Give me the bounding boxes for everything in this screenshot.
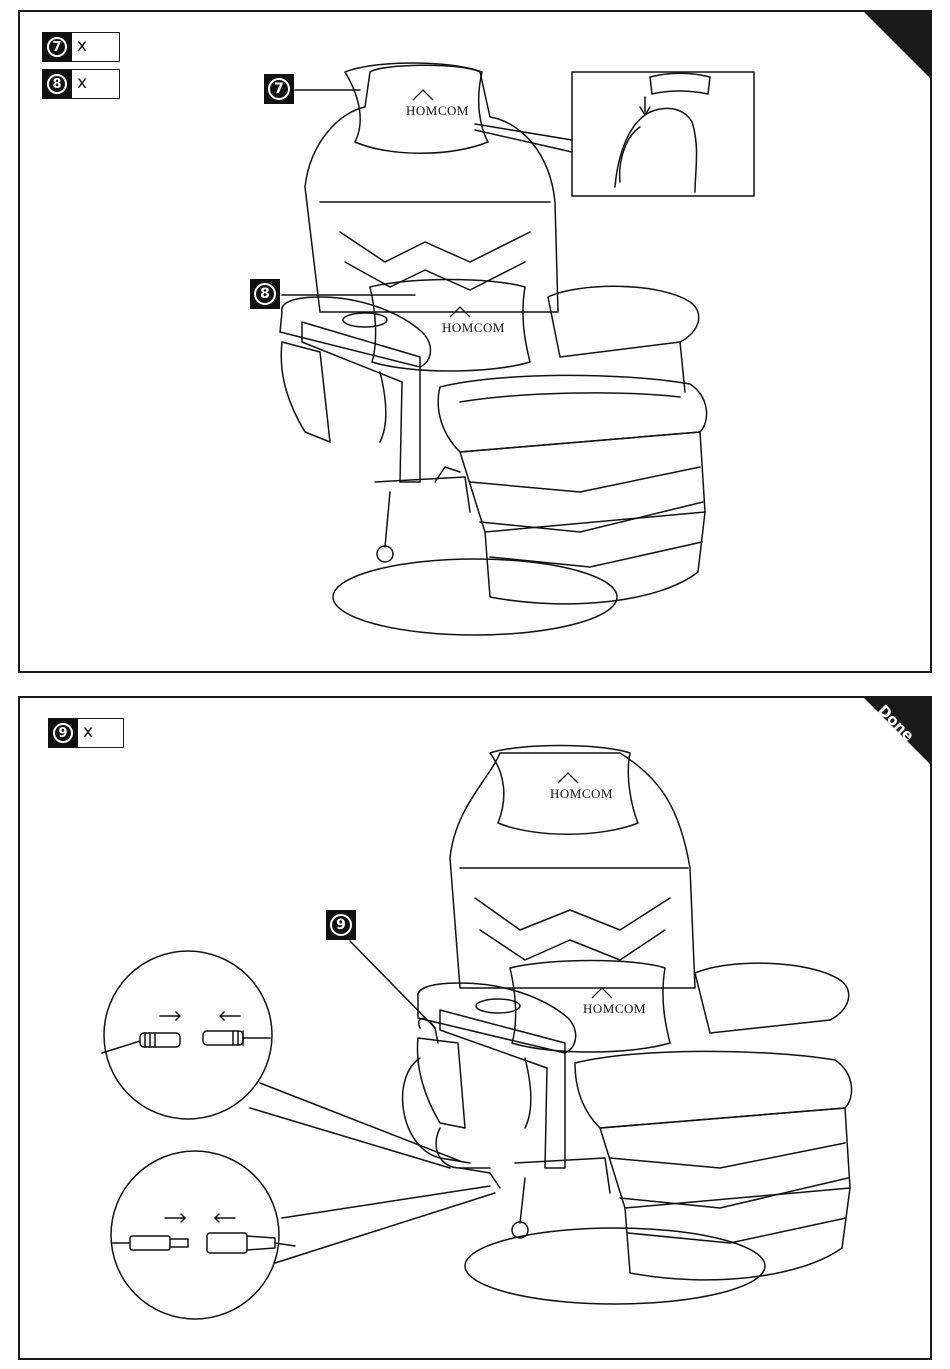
svg-text:HOMCOM: HOMCOM [406, 103, 469, 118]
callout-8: 8 [250, 279, 280, 309]
svg-text:HOMCOM: HOMCOM [442, 320, 505, 335]
chair-illustration-step1: HOMCOM HOMCOM [20, 12, 930, 671]
homcom-logo: HOMCOM [550, 773, 613, 801]
callout-9: 9 [326, 910, 356, 940]
homcom-logo: HOMCOM [583, 988, 646, 1016]
callout-7: 7 [264, 74, 294, 104]
step-panel-2: Done 9 x [18, 696, 932, 1360]
chair-illustration-step2: HOMCOM HOMCOM [20, 698, 930, 1358]
svg-text:HOMCOM: HOMCOM [550, 786, 613, 801]
svg-text:HOMCOM: HOMCOM [583, 1001, 646, 1016]
homcom-logo: HOMCOM [406, 90, 469, 118]
homcom-logo: HOMCOM [442, 307, 505, 335]
step-panel-1: 7 x 8 x [18, 10, 932, 673]
